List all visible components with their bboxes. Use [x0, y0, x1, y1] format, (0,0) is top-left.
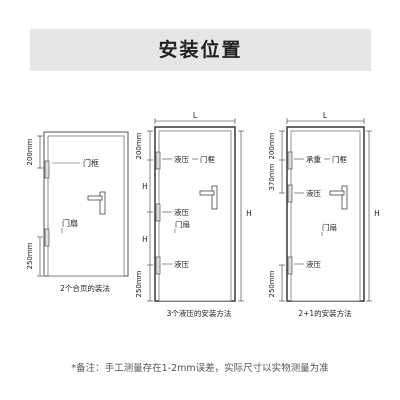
dim-label-top: 200mm: [268, 132, 276, 159]
diagram-three-hydraulic: L H 200mm H H 250mm 液压 门框 液压 门扇 液压: [135, 111, 252, 318]
door-handle: [329, 185, 348, 210]
hinge-top: [44, 160, 50, 179]
dim-label-height-outer: H: [374, 209, 380, 218]
door-leaf: [158, 130, 232, 302]
dimension-left-stack: [147, 130, 153, 302]
dimension-width-l: [286, 118, 365, 124]
dim-label-top: 200mm: [135, 132, 143, 159]
page-title: 安装位置: [158, 39, 243, 61]
dimension-bottom-250: [37, 236, 43, 277]
dimension-width-l: [154, 118, 236, 124]
hydraulic-hinge-mid: [155, 203, 161, 222]
label-bearing: 承重: [306, 155, 321, 164]
hydraulic-hinge-bottom: [287, 256, 293, 275]
label-door-leaf: 门扇: [62, 218, 78, 228]
dim-label-bottom: 250mm: [268, 270, 276, 297]
door-handle: [199, 185, 218, 210]
hydraulic-hinge-bottom: [155, 256, 161, 275]
caption-two-hinges: 2个合页的装法: [60, 283, 110, 293]
dim-label-width: L: [193, 111, 198, 120]
hydraulic-hinge-top: [155, 151, 161, 170]
hinge-bottom: [44, 228, 50, 247]
dim-label-top: 200mm: [26, 138, 34, 165]
dim-label-height-lower: H: [142, 235, 148, 244]
dim-label-height-upper: H: [142, 182, 148, 191]
label-door-frame: 门框: [83, 158, 99, 168]
label-hydraulic-top: 液压: [174, 154, 189, 164]
diagram-two-plus-one: L H 200mm 370mm 250mm 承重 门框 液压 门扇: [268, 111, 380, 318]
dim-label-height-outer: H: [246, 209, 252, 218]
label-hydraulic-bottom: 液压: [174, 259, 189, 269]
label-door-frame: 门框: [332, 154, 347, 164]
caption-two-plus-one: 2+1的安装方法: [298, 308, 352, 318]
footer-note: *备注：手工测量存在1-2mm误差，实际尺寸以实物测量为准: [71, 363, 329, 374]
dimension-top-200: [37, 135, 43, 169]
label-hydraulic-bottom: 液压: [306, 259, 321, 269]
dimension-height-outer: [366, 130, 372, 302]
title-band: 安装位置: [30, 29, 371, 71]
label-hydraulic-mid: 液压: [174, 207, 189, 217]
caption-three-hydraulic: 3个液压的安装方法: [167, 308, 232, 318]
label-hydraulic-mid: 液压: [306, 188, 321, 198]
door-handle: [87, 191, 106, 215]
dim-label-width: L: [323, 111, 328, 120]
dim-label-bottom: 250mm: [26, 242, 34, 269]
hydraulic-hinge-mid: [287, 184, 293, 203]
door-leaf: [290, 130, 361, 302]
diagram-two-hinges: 200mm 250mm 门框 门扇 2个合页的装法: [26, 131, 129, 293]
label-door-leaf: 门扇: [322, 222, 337, 232]
bearing-hinge: [287, 151, 293, 170]
dimension-left-stack: [279, 130, 285, 302]
dim-label-second: 370mm: [268, 163, 276, 190]
label-door-leaf: 门扇: [175, 219, 190, 229]
dimension-height-outer: [238, 130, 244, 302]
door-leaf: [47, 135, 125, 277]
dim-label-bottom: 250mm: [135, 270, 143, 297]
label-door-frame: 门框: [200, 154, 215, 164]
